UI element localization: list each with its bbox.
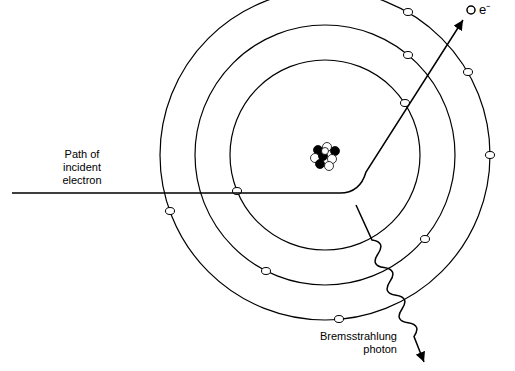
electron-path bbox=[12, 20, 463, 193]
electron-shells bbox=[160, 0, 490, 320]
orbital-electron bbox=[464, 69, 473, 76]
outer-shell bbox=[160, 0, 490, 320]
path-label: Path of incident electron bbox=[50, 148, 114, 187]
orbital-electrons bbox=[166, 9, 495, 323]
nucleus bbox=[311, 143, 340, 171]
orbital-electron bbox=[335, 316, 344, 323]
nucleon bbox=[322, 148, 329, 155]
orbital-electron bbox=[404, 52, 413, 59]
inner-shell bbox=[230, 60, 420, 250]
nucleon bbox=[325, 162, 334, 171]
electron-symbol-box: e⁻ bbox=[479, 2, 509, 17]
orbital-electron bbox=[262, 268, 271, 275]
orbital-electron bbox=[166, 208, 175, 215]
scattered-electron bbox=[467, 6, 475, 14]
orbital-electron bbox=[421, 236, 430, 243]
path-label-box: Path of incident electron bbox=[50, 148, 114, 187]
orbital-electron bbox=[404, 9, 413, 16]
photon-label: Bremsstrahlung photon bbox=[305, 330, 397, 356]
nucleon bbox=[316, 160, 325, 169]
orbital-electron bbox=[486, 152, 495, 159]
photon-label-box: Bremsstrahlung photon bbox=[305, 330, 397, 356]
electron-symbol: e⁻ bbox=[479, 2, 509, 17]
middle-shell bbox=[195, 25, 455, 285]
